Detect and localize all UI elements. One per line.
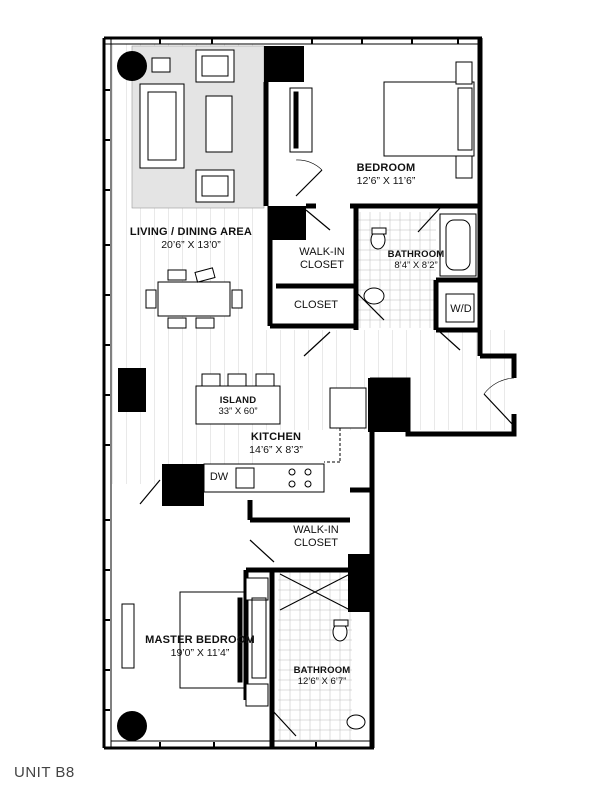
dw-label: DW: [209, 471, 229, 483]
walkin2-line2: CLOSET: [293, 536, 338, 549]
bedroom-label: BEDROOM 12’6” X 11’6”: [336, 162, 436, 187]
kitchen-label: KITCHEN 14’6” X 8’3”: [226, 431, 326, 456]
bathroom-fixtures: [279, 213, 477, 730]
kitchen-counter: [203, 387, 367, 493]
island-name: ISLAND: [219, 395, 257, 406]
living-dims: 20’6” X 13’0”: [161, 238, 221, 251]
island-dims: 33” X 60”: [218, 405, 258, 417]
closet-label: CLOSET: [293, 299, 338, 311]
bathroom2-label: BATHROOM 12’6” X 6’7”: [280, 665, 364, 688]
living-name: LIVING / DINING AREA: [129, 226, 253, 238]
living-label: LIVING / DINING AREA 20’6” X 13’0”: [116, 226, 266, 251]
bathroom1-name: BATHROOM: [387, 249, 445, 260]
master-label: MASTER BEDROOM 19’0” X 11’4”: [130, 634, 270, 659]
walkin1-label: WALK-IN CLOSET: [282, 246, 362, 271]
interior-walls: [243, 82, 480, 748]
master-dims: 19’0” X 11’4”: [170, 646, 230, 659]
walkin2-line1: WALK-IN: [293, 524, 339, 536]
wd-label: W/D: [450, 303, 472, 315]
unit-label: UNIT B8: [14, 764, 75, 781]
columns: [117, 46, 410, 741]
bathroom2-name: BATHROOM: [293, 665, 351, 676]
bathroom1-floor: [358, 212, 436, 328]
island-label: ISLAND 33” X 60”: [198, 395, 278, 418]
doors: [139, 159, 515, 737]
bathroom1-dims: 8’4” X 8’2”: [394, 259, 438, 271]
living-furniture: [121, 49, 243, 669]
master-name: MASTER BEDROOM: [145, 634, 255, 646]
bathroom1-label: BATHROOM 8’4” X 8’2”: [378, 249, 454, 272]
bedroom-name: BEDROOM: [356, 162, 416, 174]
bathroom2-floor: [278, 570, 352, 740]
bathroom2-dims: 12’6” X 6’7”: [297, 675, 347, 687]
walkin1-line2: CLOSET: [299, 258, 344, 271]
window-mullions: [104, 38, 459, 748]
kitchen-dims: 14’6” X 8’3”: [249, 443, 303, 456]
bedroom-dims: 12’6” X 11’6”: [356, 174, 416, 187]
walkin2-label: WALK-IN CLOSET: [276, 524, 356, 549]
walkin1-line1: WALK-IN: [299, 246, 345, 258]
island: [195, 373, 281, 425]
kitchen-name: KITCHEN: [250, 431, 302, 443]
bedroom-furniture: [179, 61, 475, 707]
